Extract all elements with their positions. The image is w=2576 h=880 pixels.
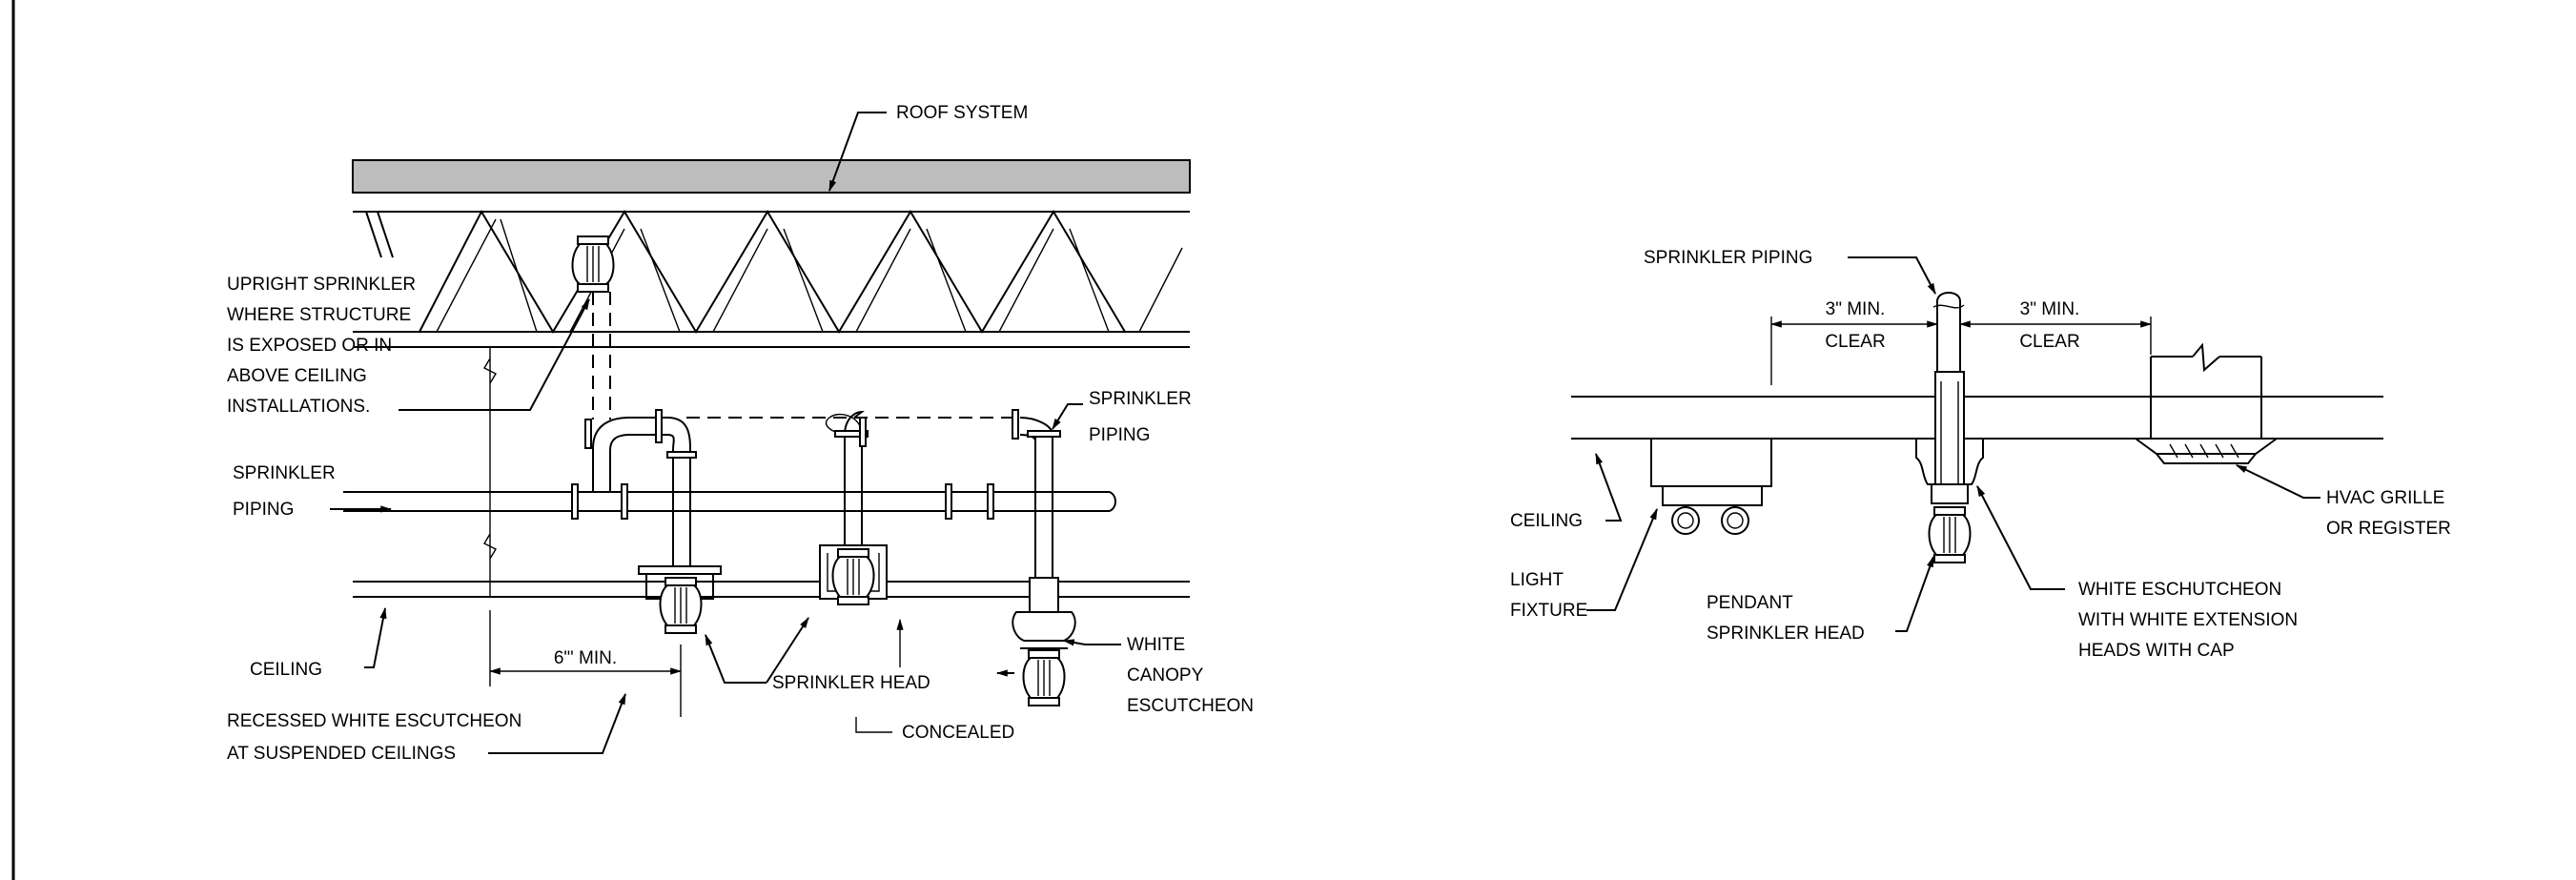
label-hvac-1: HVAC GRILLE: [2326, 488, 2444, 508]
label-3-min-left-1: 3" MIN.: [1826, 299, 1886, 319]
hvac-leader: [2235, 464, 2320, 499]
label-white-esc-1: WHITE ESCHUTCHEON: [2078, 580, 2281, 600]
upright-sprinkler-head: [571, 235, 615, 293]
label-canopy-1: WHITE: [1127, 635, 1185, 655]
concealed-leader: [855, 717, 892, 733]
label-ceiling-left: CEILING: [250, 660, 322, 680]
label-canopy-2: CANOPY: [1127, 665, 1204, 686]
roof-slab: [352, 159, 1191, 194]
label-hvac-2: OR REGISTER: [2326, 519, 2451, 539]
left-detail: ROOF SYSTEM UPRIGHT SPRINKLER WHERE STRU…: [227, 103, 1254, 764]
pipe-network: [584, 409, 1061, 583]
label-recessed-2: AT SUSPENDED CEILINGS: [227, 744, 456, 764]
label-6-min: 6"' MIN.: [554, 648, 617, 668]
upright-leader: [399, 297, 590, 411]
hvac-duct: [2135, 342, 2278, 464]
label-white-esc-2: WITH WHITE EXTENSION: [2078, 610, 2298, 630]
label-concealed: CONCEALED: [902, 723, 1014, 743]
recessed-leader: [488, 692, 626, 754]
label-3-min-left-2: CLEAR: [1825, 332, 1885, 352]
truss-webs: [365, 209, 1183, 334]
label-light-2: FIXTURE: [1510, 601, 1587, 621]
label-upright-3: IS EXPOSED OR IN: [227, 336, 392, 356]
label-pendant-1: PENDANT: [1707, 593, 1793, 613]
dimension-6-min: [488, 610, 683, 717]
concealed-sprinkler-head: [831, 548, 875, 605]
label-upright-4: ABOVE CEILING: [227, 366, 367, 386]
label-pendant-2: SPRINKLER HEAD: [1707, 624, 1865, 644]
label-sprinkler-piping-right: SPRINKLER PIPING: [1644, 248, 1812, 268]
label-upright-1: UPRIGHT SPRINKLER: [227, 275, 416, 295]
label-piping-left-1: SPRINKLER: [233, 463, 336, 483]
roof-leader: [828, 112, 887, 193]
recessed-sprinkler-head: [659, 577, 703, 634]
right-detail: SPRINKLER PIPING 3" MIN. CLEAR 3" MIN. C…: [1510, 248, 2451, 661]
canopy-sprinkler-head: [1022, 649, 1066, 706]
recessed-escutcheon-assembly: [638, 565, 722, 634]
dimension-3-min: [1769, 317, 2153, 385]
label-upright-2: WHERE STRUCTURE: [227, 305, 411, 325]
label-upright-5: INSTALLATIONS.: [227, 397, 370, 417]
pendant-sprinkler-head: [1928, 506, 1972, 563]
label-canopy-3: ESCUTCHEON: [1127, 696, 1254, 716]
label-ceiling-right: CEILING: [1510, 511, 1583, 531]
sprinkler-head-leader-1: [705, 633, 767, 684]
label-white-esc-3: HEADS WITH CAP: [2078, 641, 2235, 661]
sprinkler-piping-leader: [1848, 256, 1936, 296]
main-sprinkler-pipe: [343, 483, 1116, 520]
white-escutcheon-leader: [1976, 484, 2065, 590]
label-sprinkler-head: SPRINKLER HEAD: [772, 673, 930, 693]
concealed-sprinkler-assembly: [819, 544, 888, 605]
label-piping-right-2: PIPING: [1089, 425, 1150, 445]
label-light-1: LIGHT: [1510, 570, 1564, 590]
light-fixture-leader: [1586, 507, 1658, 611]
label-3-min-right-1: 3" MIN.: [2020, 299, 2080, 319]
label-3-min-right-2: CLEAR: [2019, 332, 2079, 352]
sprinkler-head-leader-2: [766, 616, 809, 684]
piping-right-leader: [1052, 403, 1083, 431]
pendant-leader: [1895, 555, 1934, 632]
label-piping-right-1: SPRINKLER: [1089, 389, 1192, 409]
canopy-escutcheon-assembly: [1012, 577, 1076, 706]
canopy-leader: [1062, 639, 1121, 646]
pendant-sprinkler-assembly: [1915, 292, 1984, 563]
ceiling-leader: [364, 606, 387, 668]
break-line: [483, 347, 497, 597]
label-roof-system: ROOF SYSTEM: [896, 103, 1028, 123]
light-fixture: [1650, 438, 1772, 535]
ceiling-leader-right: [1595, 452, 1623, 522]
label-piping-left-2: PIPING: [233, 500, 294, 520]
label-recessed-1: RECESSED WHITE ESCUTCHEON: [227, 711, 521, 731]
